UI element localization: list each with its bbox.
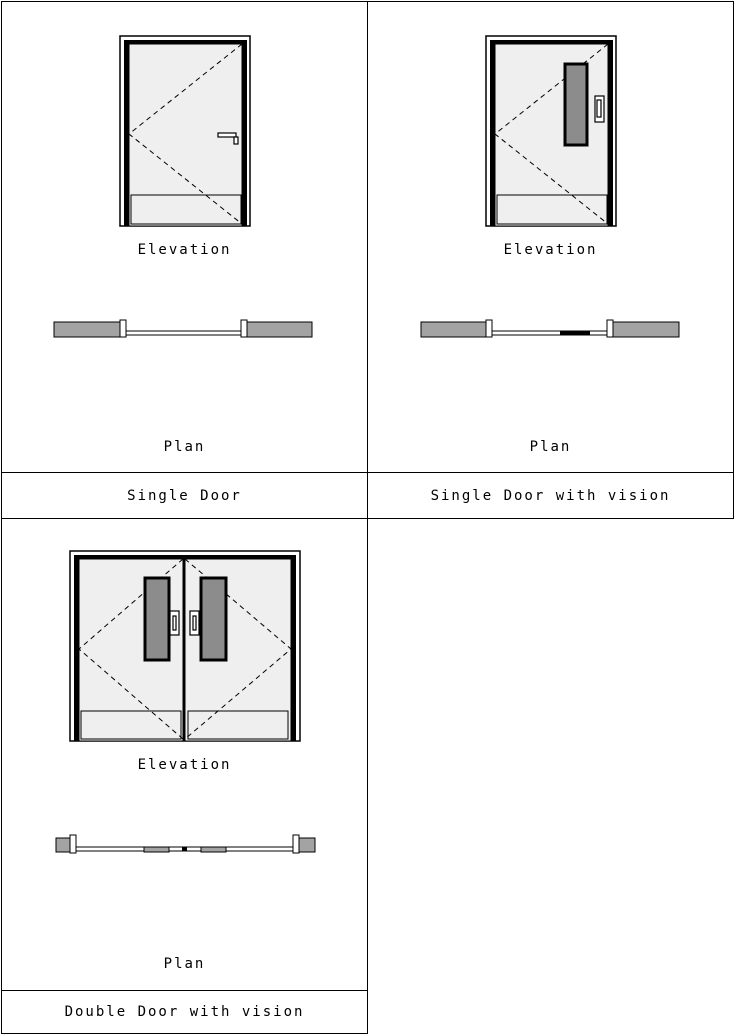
single-door-vision-cell: Elevation Plan — [367, 1, 734, 473]
single-door-plan-label: Plan — [163, 439, 206, 455]
single-door-vision-plan-label: Plan — [529, 439, 572, 455]
double-door-vision-caption: Double Door with vision — [1, 990, 368, 1034]
single-door-elevation-drawing — [53, 35, 313, 338]
single-door-vision-elevation-label: Elevation — [503, 242, 598, 258]
single-door-cell: Elevation Plan — [1, 1, 368, 473]
single-door-vision-elevation-drawing — [420, 35, 680, 338]
double-door-vision-plan-label: Plan — [163, 956, 206, 972]
double-door-vision-elevation-label: Elevation — [137, 757, 232, 773]
single-door-vision-caption: Single Door with vision — [367, 472, 734, 519]
double-door-vision-cell: Elevation Plan — [1, 518, 368, 991]
single-door-caption: Single Door — [1, 472, 368, 519]
double-door-vision-elevation-drawing — [55, 550, 316, 854]
single-door-elevation-label: Elevation — [137, 242, 232, 258]
